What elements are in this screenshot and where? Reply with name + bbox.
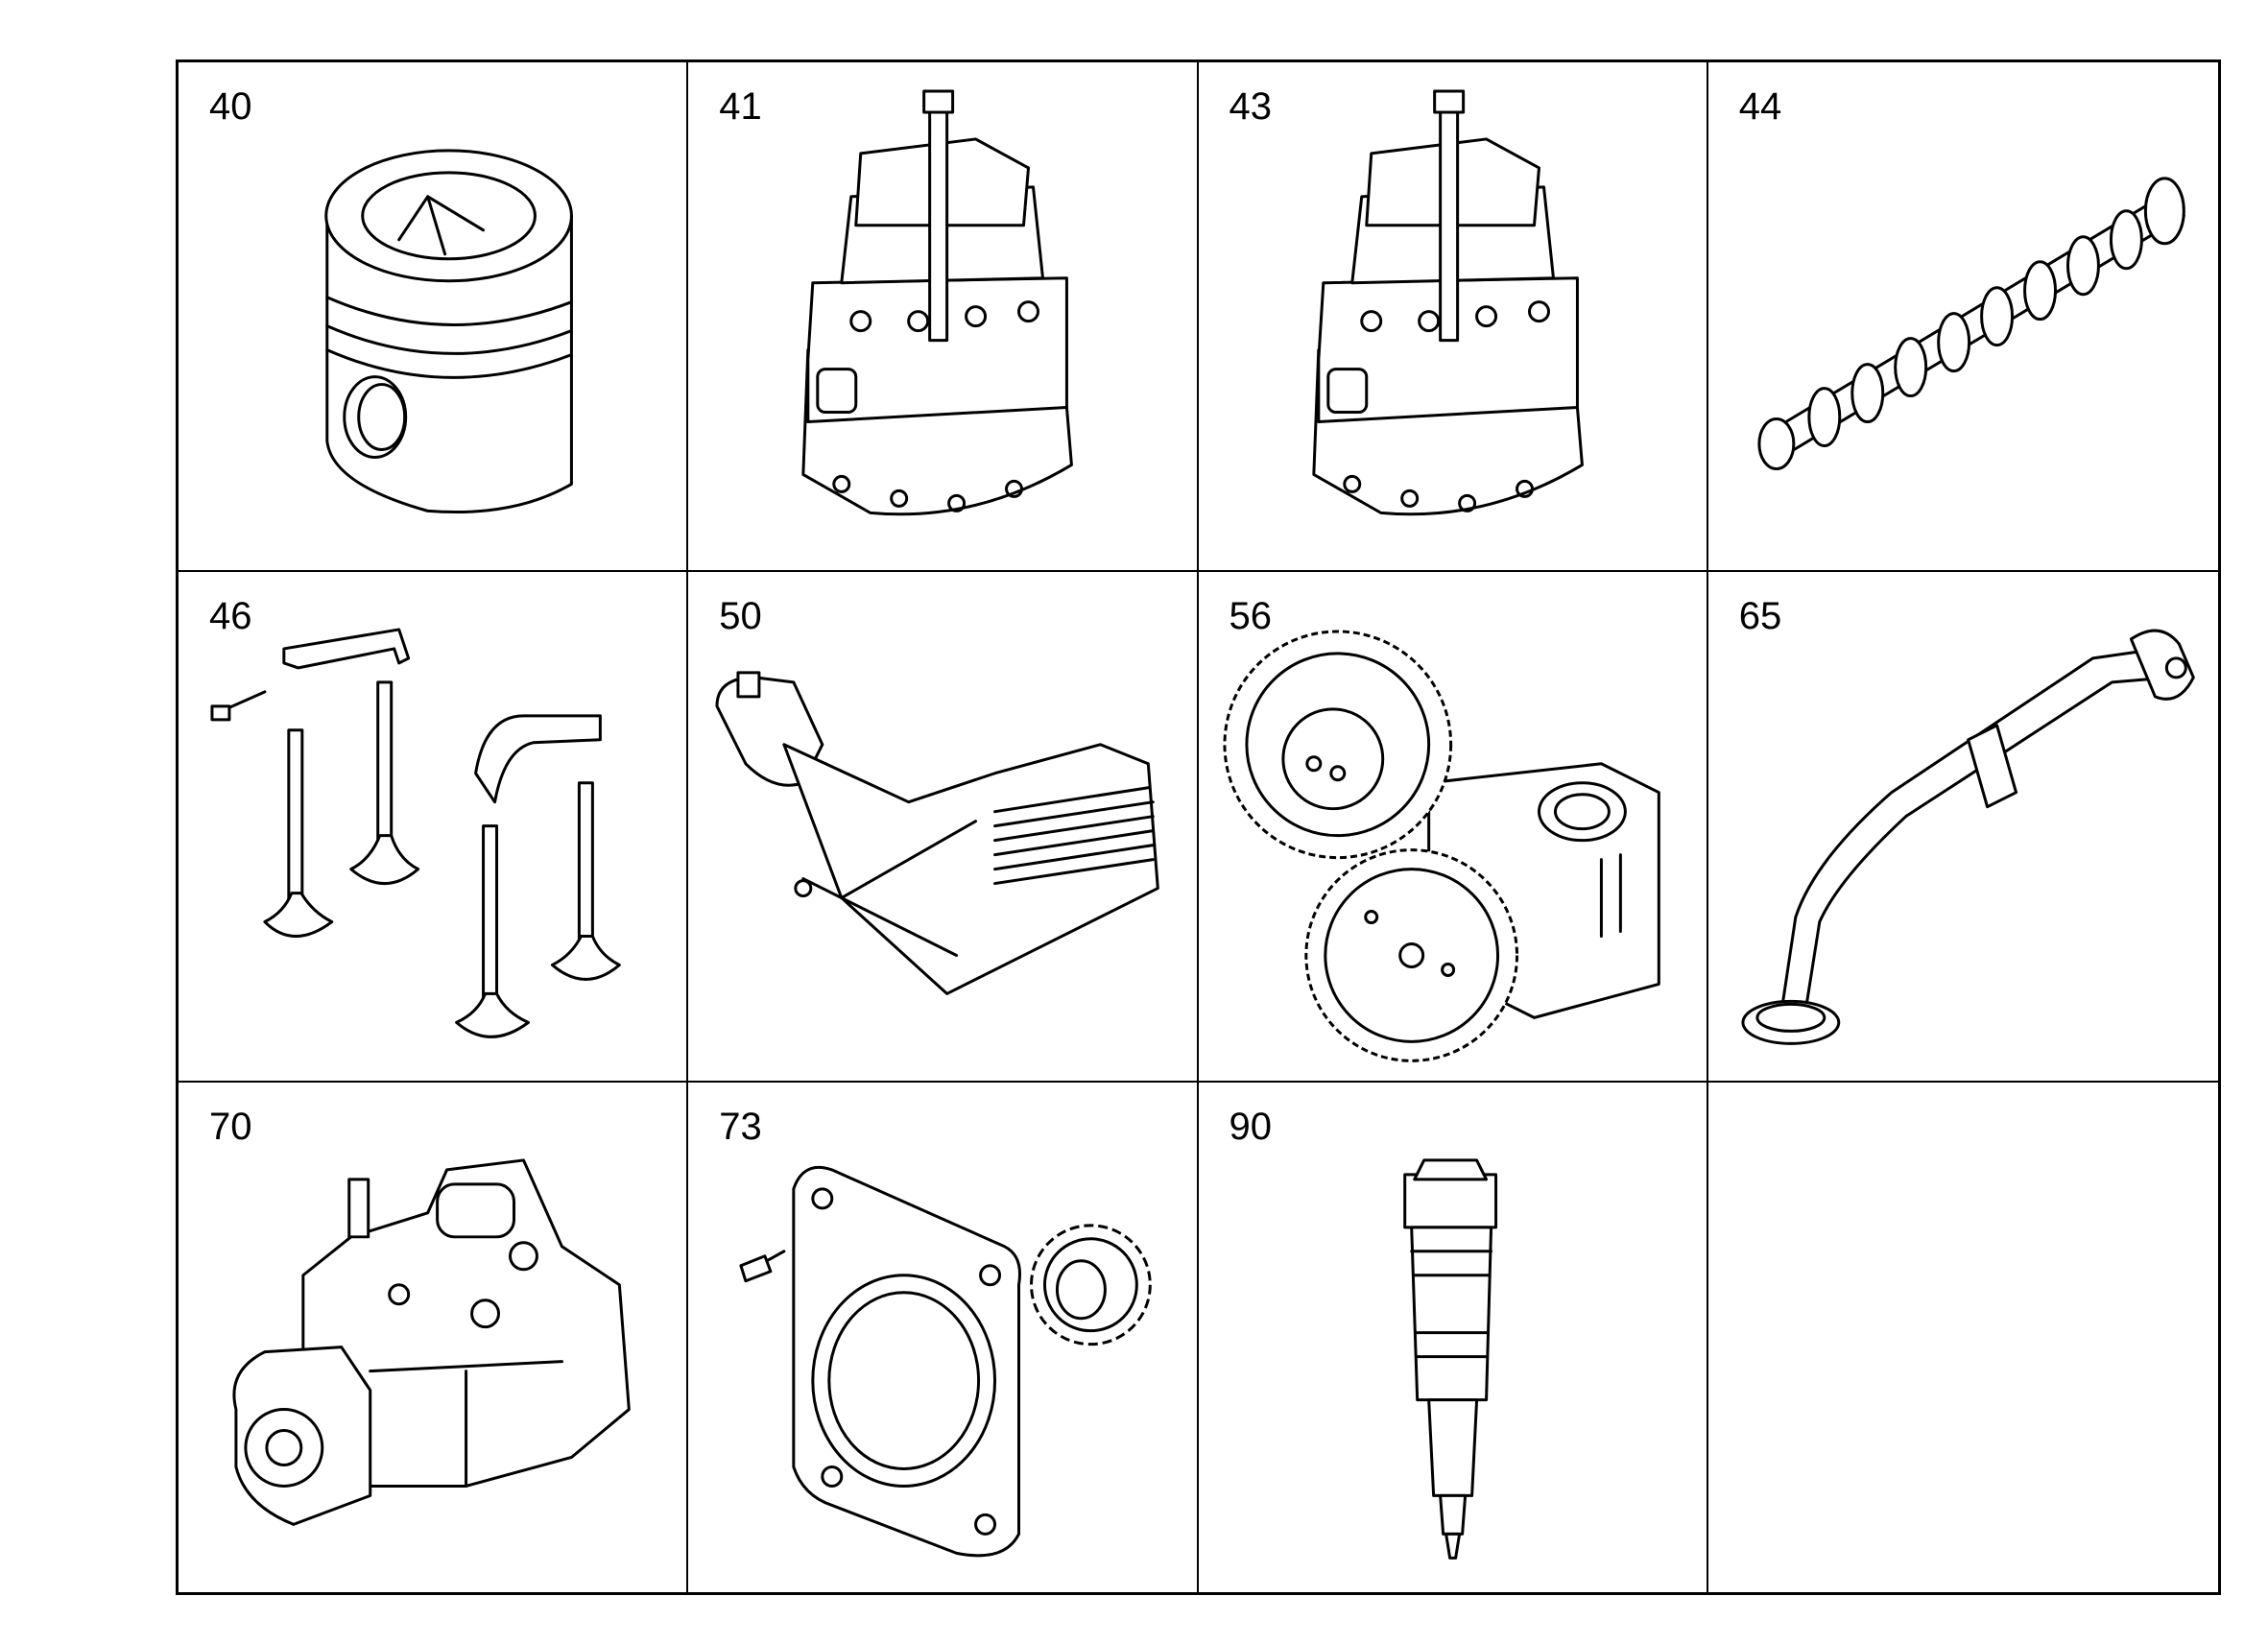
- part-number: 44: [1738, 85, 1782, 128]
- cylinder-head-icon: [801, 89, 1074, 516]
- part-cell-73[interactable]: 73: [688, 1082, 1199, 1592]
- gear-housing-icon: [739, 1165, 1153, 1557]
- part-cell-43[interactable]: 43: [1198, 62, 1708, 573]
- part-cell-50[interactable]: 50: [688, 572, 1199, 1083]
- part-cell-90[interactable]: 90: [1199, 1082, 1708, 1592]
- part-number: 70: [209, 1105, 252, 1148]
- part-cell-44[interactable]: 44: [1707, 62, 2218, 573]
- oil-filter-cooler-icon: [715, 671, 1160, 996]
- piston-icon: [324, 149, 573, 514]
- valves-rockers-icon: [210, 628, 621, 1039]
- part-cell-46[interactable]: 46: [179, 572, 689, 1083]
- oil-pump-gear-icon: [1222, 630, 1660, 1063]
- part-number: 90: [1229, 1105, 1273, 1148]
- cylinder-head-icon: [1311, 89, 1584, 516]
- part-number: 56: [1229, 595, 1273, 638]
- part-number: 65: [1738, 595, 1782, 638]
- part-number: 73: [719, 1105, 762, 1148]
- fuel-pump-icon: [232, 1158, 631, 1526]
- part-cell-56[interactable]: 56: [1198, 572, 1708, 1083]
- empty-cell: [1708, 1083, 2218, 1592]
- camshaft-icon: [1757, 177, 2185, 470]
- part-number: 46: [209, 595, 252, 638]
- part-cell-41[interactable]: 41: [688, 62, 1199, 573]
- injector-icon: [1402, 1158, 1497, 1560]
- oil-suction-pipe-icon: [1741, 630, 2195, 1046]
- part-cell-65[interactable]: 65: [1707, 572, 2218, 1083]
- part-number: 40: [209, 85, 252, 128]
- part-cell-70[interactable]: 70: [179, 1082, 689, 1592]
- part-number: 50: [719, 595, 762, 638]
- part-cell-40[interactable]: 40: [179, 62, 689, 573]
- part-number: 41: [719, 85, 762, 128]
- parts-grid: 40 41 43: [176, 60, 2221, 1595]
- part-number: 43: [1229, 85, 1273, 128]
